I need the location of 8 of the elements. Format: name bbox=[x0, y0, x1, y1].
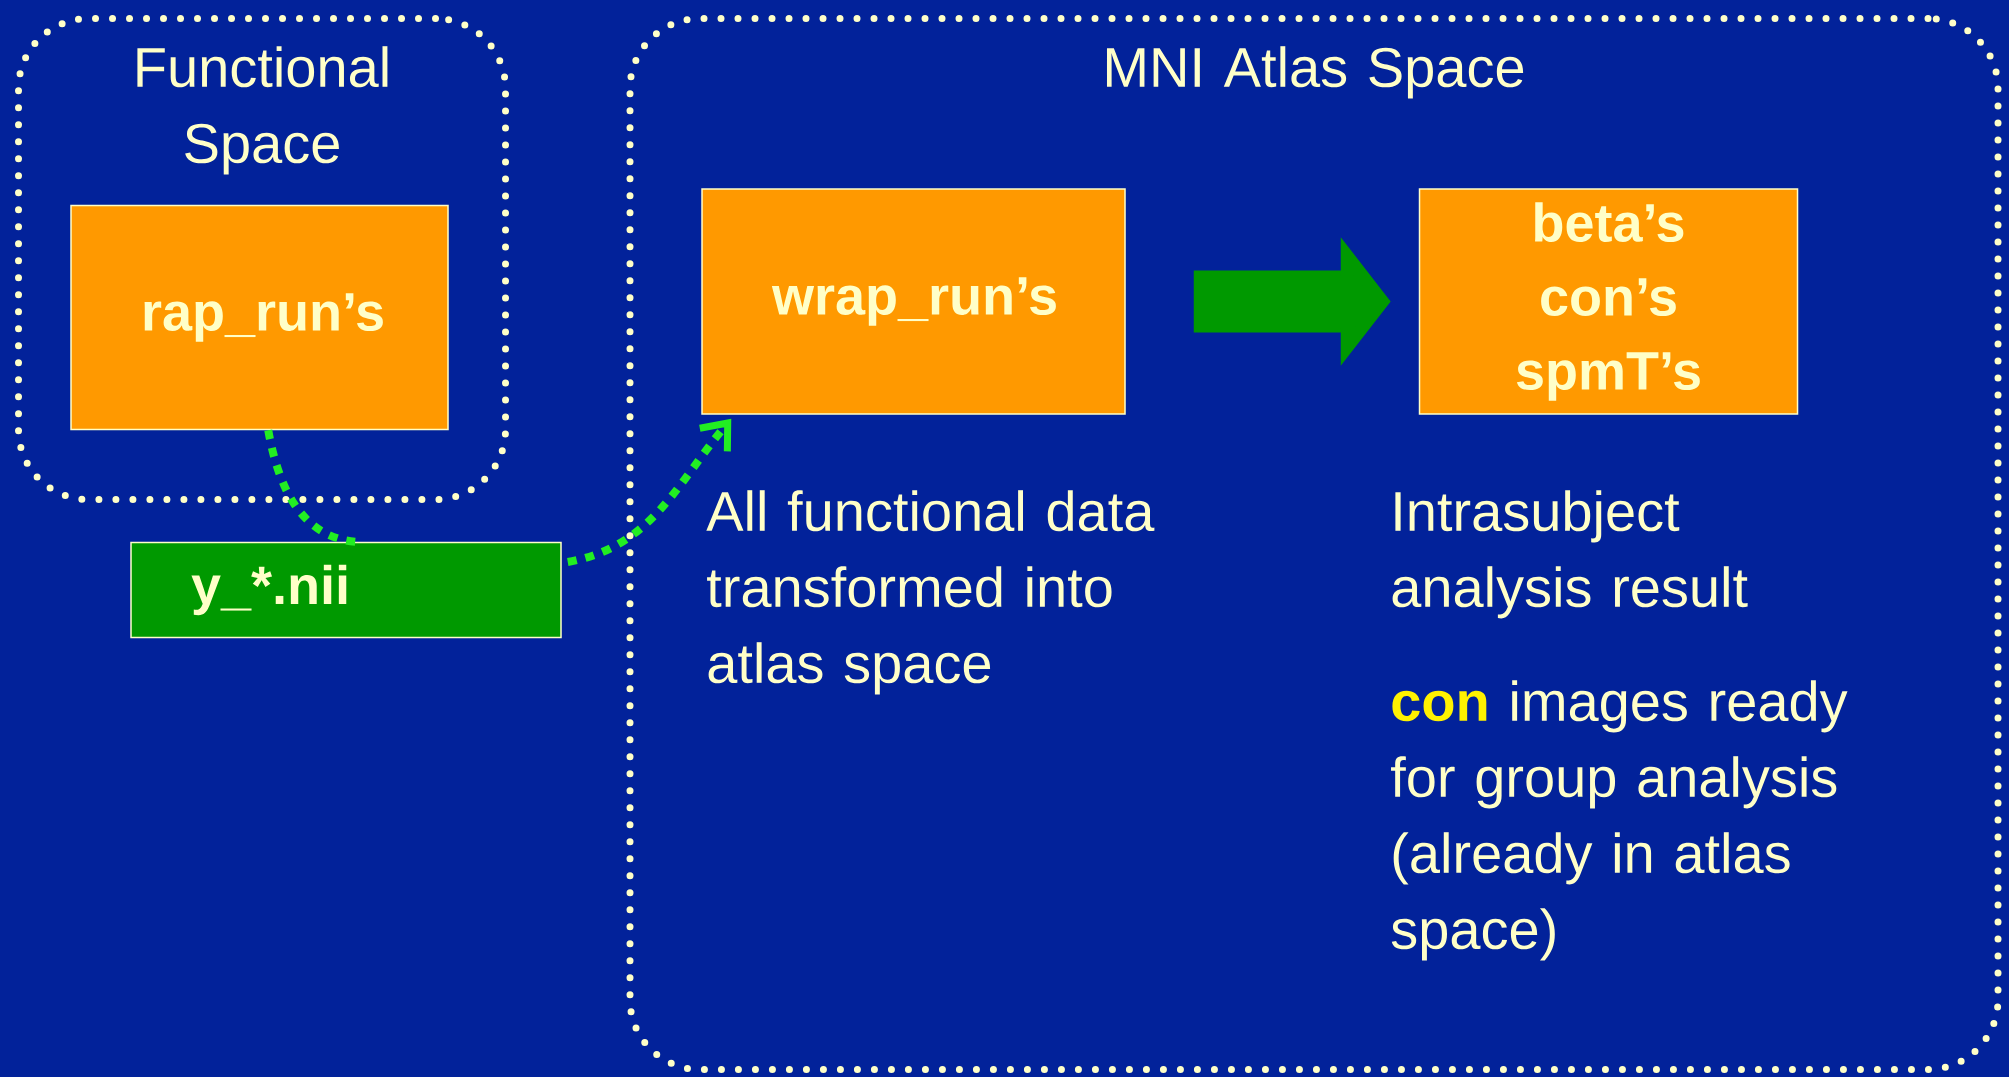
process-box: beta’s con’s spmT’s bbox=[1418, 188, 1799, 415]
process-box: rap_run’s bbox=[70, 204, 449, 431]
arrow bbox=[566, 418, 732, 566]
process-box: wrap_run’s bbox=[701, 188, 1126, 415]
node-caption: con images ready for group analysis (already in atlas space) bbox=[1391, 680, 1848, 961]
node-caption: All functional data transformed into atlas space bbox=[706, 490, 1155, 695]
node-caption: Intrasubject analysis result bbox=[1392, 490, 1748, 619]
process-box: y_*.nii bbox=[130, 541, 562, 639]
